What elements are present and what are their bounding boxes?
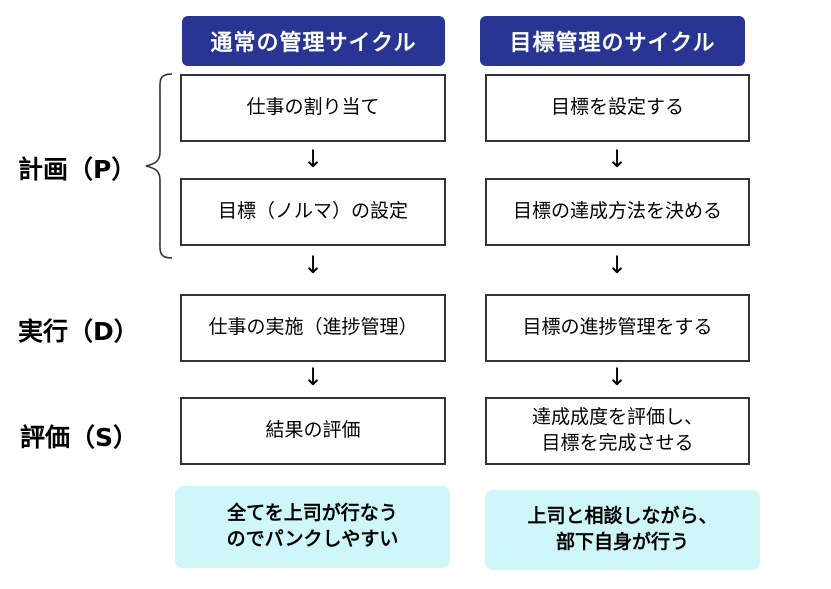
left-step-label: 目標（ノルマ）の設定	[217, 200, 408, 223]
down-arrow-icon: ↓	[302, 363, 324, 391]
left-step-label: 結果の評価	[265, 419, 361, 442]
left-column-header: 通常の管理サイクル	[182, 16, 445, 66]
left-step-evaluate-results: 結果の評価	[180, 397, 446, 465]
left-step-label: 仕事の割り当て	[246, 96, 380, 119]
left-summary-note: 全てを上司が行なう のでパンクしやすい	[175, 486, 450, 568]
right-step-evaluate-complete: 達成成度を評価し、 目標を完成させる	[485, 397, 750, 465]
right-step-label: 目標を設定する	[550, 96, 684, 119]
left-summary-text: 全てを上司が行なう のでパンクしやすい	[226, 502, 399, 550]
down-arrow-icon: ↓	[606, 251, 628, 279]
right-step-label: 目標の進捗管理をする	[522, 316, 713, 339]
right-step-label: 達成成度を評価し、 目標を完成させる	[531, 406, 703, 454]
right-summary-text: 上司と相談しながら、 部下自身が行う	[527, 505, 718, 553]
left-step-set-quota: 目標（ノルマ）の設定	[180, 178, 446, 246]
phase-label-plan: 計画（P）	[18, 155, 137, 184]
phase-label-do: 実行（D）	[18, 317, 139, 346]
phase-label-see: 評価（S）	[20, 423, 139, 452]
down-arrow-icon: ↓	[302, 251, 324, 279]
left-step-execute-work: 仕事の実施（進捗管理）	[180, 294, 446, 362]
right-step-decide-method: 目標の達成方法を決める	[485, 178, 750, 246]
down-arrow-icon: ↓	[606, 145, 628, 173]
right-step-label: 目標の達成方法を決める	[512, 200, 722, 223]
right-column-header: 目標管理のサイクル	[480, 16, 745, 66]
right-step-set-goal: 目標を設定する	[485, 74, 750, 142]
left-step-label: 仕事の実施（進捗管理）	[208, 316, 418, 339]
plan-brace	[145, 73, 173, 259]
right-summary-note: 上司と相談しながら、 部下自身が行う	[485, 490, 760, 570]
down-arrow-icon: ↓	[302, 145, 324, 173]
left-step-assign-work: 仕事の割り当て	[180, 74, 446, 142]
down-arrow-icon: ↓	[606, 363, 628, 391]
right-step-manage-progress: 目標の進捗管理をする	[485, 294, 750, 362]
